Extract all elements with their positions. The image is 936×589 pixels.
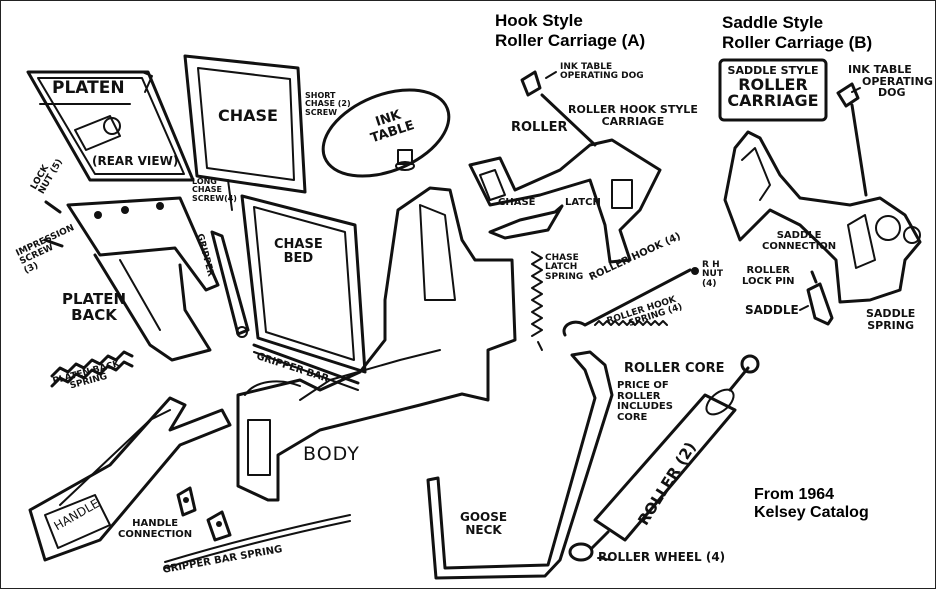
label-line: BACK [71,305,117,324]
label-line: CHASE [192,185,222,195]
label-roller-lock-pin: ROLLER LOCK PIN [742,265,795,287]
label-line: OPERATING [862,74,933,88]
label-line: SCREW(4) [192,193,237,203]
label-line: BED [283,250,314,266]
label-roller-wheel: ROLLER WHEEL (4) [598,550,726,564]
label-line: ROLLER [738,74,808,94]
label-line: SADDLE [776,230,822,241]
handle-part [28,396,232,562]
roller-hook-part [562,267,699,337]
label-chase-latch: CHASE LATCH [498,197,601,209]
label-line: CONNECTION [118,528,193,540]
label-line: SADDLE STYLE [727,64,819,77]
label-line: INCLUDES [617,401,673,412]
chase-latch-spring-part [531,251,543,351]
saddle-header-line2: Roller Carriage (B) [722,32,873,52]
chase-bed-part [240,194,367,374]
label-line: SPRING [867,318,915,332]
saddle-carriage-part [723,82,922,304]
saddle-header-line1: Saddle Style [722,13,824,32]
label-rh-nut: R H NUT (4) [702,260,723,289]
label-ink-table-dog-b: INK TABLE OPERATING DOG [848,64,933,99]
label-line: INK TABLE [560,62,613,72]
gripper-part [210,230,250,338]
label-line: PLATEN [62,290,127,308]
label-line: CHASE [498,197,536,208]
roller-part [568,354,760,562]
label-price-note: PRICE OF ROLLER INCLUDES CORE [617,380,673,423]
saddle-style-header: Saddle Style Roller Carriage (B) [722,13,872,52]
label-saddle-connection: SADDLE CONNECTION [762,230,837,252]
chase-part [183,54,307,194]
label-short-chase-screw: SHORT CHASE (2) SCREW [305,91,351,117]
label-saddle-spring: SADDLE SPRING [866,308,915,331]
label-chase-latch-spring: CHASE LATCH SPRING [545,253,584,282]
chase-latch-part [488,204,564,240]
label-body: BODY [303,443,360,465]
label-line: (4) [702,278,717,289]
platen-back-part [43,179,233,362]
label-line: ROLLER [746,265,790,276]
label-line: LATCH [545,262,578,273]
credit-line1: From 1964 [754,486,835,503]
ink-table-part [321,88,451,178]
label-line: SHORT [305,91,336,100]
label-line: SPRING [545,271,584,282]
label-ink-table-dog-a: INK TABLE OPERATING DOG [560,62,644,82]
label-line: CARRIAGE [601,114,665,128]
leader-lines [545,71,861,561]
label-line: INK TABLE [848,63,912,76]
catalog-credit: From 1964 Kelsey Catalog [754,486,869,523]
label-platen-back: PLATEN BACK [62,290,127,324]
label-line: CARRIAGE [727,91,819,111]
label-line: ROLLER HOOK STYLE [568,103,698,116]
label-handle-connection: HANDLE CONNECTION [118,518,193,540]
label-line: CORE [617,411,648,423]
label-goose-neck: GOOSE NECK [460,511,507,536]
label-line: DOG [878,86,906,100]
label-long-chase-screw: LONG CHASE SCREW(4) [192,177,237,203]
hook-carriage-part [468,70,662,264]
label-roller-core: ROLLER CORE [624,361,725,376]
credit-line2: Kelsey Catalog [754,504,869,522]
label-rear-view: (REAR VIEW) [92,154,179,168]
label-line: CHASE [545,253,579,263]
label-line: CHASE [274,237,323,252]
label-line: SCREW [305,107,338,117]
label-line: CONNECTION [762,240,837,252]
label-line: NUT [702,269,723,280]
label-line: CHASE (2) [305,99,351,109]
label-saddle-style-roller-carriage: SADDLE STYLE ROLLER CARRIAGE [727,65,819,110]
saddle-part [806,270,834,326]
hook-header-line2: Roller Carriage (A) [495,30,646,50]
label-line: SADDLE [866,307,916,320]
label-line: LONG [192,177,217,186]
label-line: LATCH [564,197,601,208]
saddle-sign-frame [718,58,828,122]
label-roller: ROLLER [511,120,568,135]
label-line: ROLLER [617,390,661,402]
hook-style-header: Hook Style Roller Carriage (A) [495,11,645,50]
body-part [236,186,517,502]
label-line: PRICE OF [617,380,669,391]
label-saddle: SADDLE [745,303,799,317]
goose-neck-part [426,350,614,580]
label-line: LOCK PIN [742,275,795,287]
label-line: R H [702,260,720,270]
label-line: GOOSE [460,510,508,524]
label-chase-bed: CHASE BED [274,238,323,265]
platen-back-spring-part [50,350,134,388]
label-chase: CHASE [218,106,278,125]
label-roller-hook-style-carriage: ROLLER HOOK STYLE CARRIAGE [568,104,698,127]
label-line: HANDLE [132,518,179,529]
handle-connection-part [176,486,232,542]
gripper-bar-spring-part [164,514,351,569]
label-platen: PLATEN [52,78,125,98]
platen-part [26,70,195,182]
hook-header-line1: Hook Style [495,11,583,30]
label-line: OPERATING DOG [560,71,644,82]
label-line: NECK [465,522,502,537]
